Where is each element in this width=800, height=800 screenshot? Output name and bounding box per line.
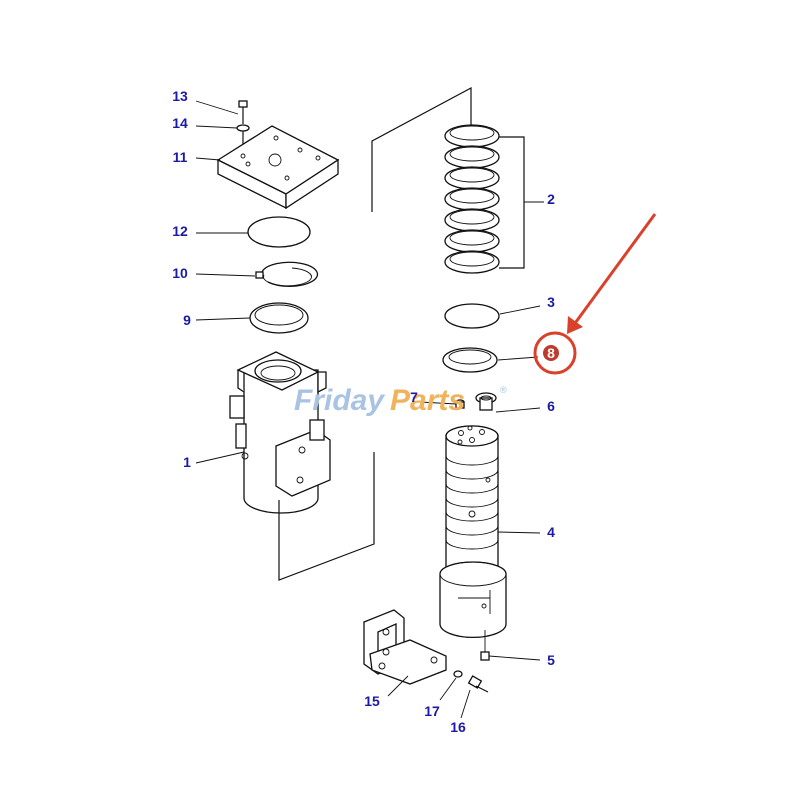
part-6-plug: [475, 392, 497, 411]
part-4-stem: [439, 425, 507, 639]
callout-9: 9: [183, 312, 191, 328]
pointer-arrow: [567, 213, 657, 334]
callout-1: 1: [183, 454, 191, 470]
part-12-o-ring: [247, 216, 311, 248]
part-7-plug: [455, 399, 465, 409]
callout-12: 12: [172, 223, 188, 239]
callout-16: 16: [450, 719, 466, 735]
callout-2: 2: [547, 191, 555, 207]
part-10-snap-ring: [255, 261, 319, 287]
part-2-seal-stack: [444, 124, 525, 274]
callout-3: 3: [547, 294, 555, 310]
callout-11: 11: [173, 149, 188, 165]
part-3-o-ring: [444, 303, 500, 329]
callout-5: 5: [547, 652, 555, 668]
callout-13: 13: [172, 88, 188, 104]
highlight-dot: [543, 345, 559, 361]
right-assembly-bracket: [371, 86, 472, 212]
part-1-swivel-body: [229, 351, 331, 514]
callout-7: 7: [410, 389, 418, 405]
callout-10: 10: [172, 265, 188, 281]
left-assembly-bracket: [278, 452, 375, 581]
watermark-friday: Friday: [294, 384, 385, 417]
part-11-cover-plate: [216, 125, 340, 210]
part-15-bracket: [363, 609, 447, 685]
part-13-bolt: [238, 100, 248, 124]
part-8-ring: [442, 347, 498, 373]
callout-6: 6: [547, 398, 555, 414]
callout-14: 14: [172, 115, 188, 131]
part-17-washer: [453, 670, 463, 678]
callout-17: 17: [424, 703, 440, 719]
highlight-circle: [533, 331, 577, 375]
callout-15: 15: [364, 693, 380, 709]
highlight-callout-8: 8: [533, 331, 577, 375]
callout-8: 8: [547, 345, 555, 361]
part-16-bolt: [467, 675, 489, 693]
watermark-parts: Parts: [390, 384, 465, 417]
watermark-registered-mark: ®: [500, 385, 507, 395]
part-9-ring: [249, 302, 309, 334]
leader-lines: [195, 100, 544, 719]
callout-4: 4: [547, 524, 555, 540]
